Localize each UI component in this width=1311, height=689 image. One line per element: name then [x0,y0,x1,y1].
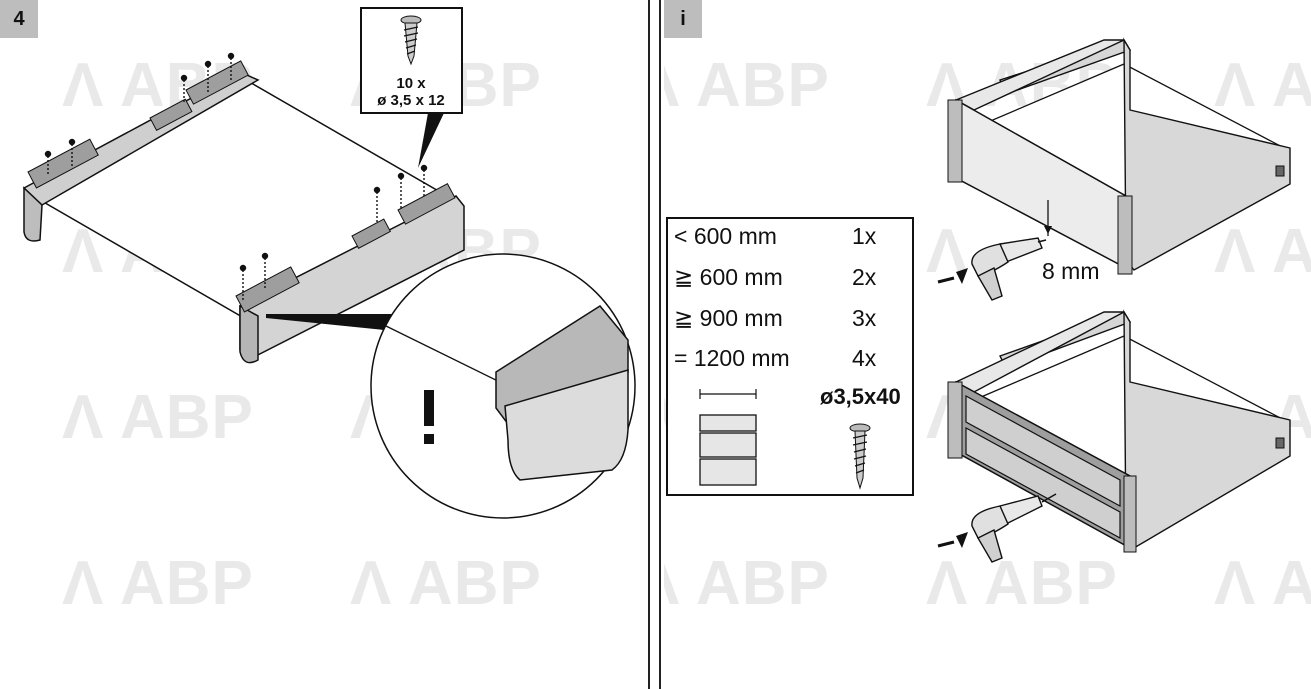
mounting-bracket [397,183,456,225]
table-row-count: 1x [852,223,877,249]
table-row-condition: = 1200 mm [674,345,790,371]
front-bracket-right [1123,475,1137,553]
zoom-pointer [266,314,392,330]
table-row-condition: < 600 mm [674,223,777,249]
drawer-lower [937,309,1291,563]
drawer-front-gallery [965,426,1121,540]
drill-icon [937,237,1047,301]
screw-size-label: ø 3,5 x 12 [377,92,445,109]
right-rail-front-profile [239,304,259,364]
watermark-logo: Λ [62,51,104,120]
screw-callout: 10 x ø 3,5 x 12 [360,7,463,168]
watermark-logo: Λ [664,549,680,618]
watermark-text: ABP [408,549,542,618]
info-illustration: Λ ABP Λ ABP Λ ABP Λ Λ ABP Λ ABP Λ ABP Λ … [664,37,1311,618]
drill-icon [937,493,1057,563]
step-number-badge: 4 [0,0,38,38]
watermark-logo: Λ [62,383,104,452]
drawer-upper: 8 mm [937,37,1291,301]
drawer-front-icon [699,389,757,486]
watermark-text: ABP [984,549,1118,618]
dimension-label: 8 mm [1042,258,1100,284]
panel-divider-right [659,0,661,689]
mounting-bracket [351,218,392,250]
watermark-logo: Λ [1214,217,1256,286]
drawer-right-side [1123,37,1291,271]
table-row-condition: ≧ 900 mm [674,305,783,331]
drawer-handle-slot [1275,165,1285,177]
step-4-illustration: Λ ABP Λ ABP Λ ABP Λ ABP Λ ABP Λ ABP Λ AB… [22,7,636,618]
info-badge: i [664,0,702,38]
front-bracket-right [1117,195,1133,275]
callout-pointer [418,113,444,168]
watermark-text: ABP [696,549,830,618]
warning-mark-dot [424,434,434,444]
drawer-handle-slot [1275,437,1285,449]
watermark-logo: Λ [62,549,104,618]
mounting-bracket [27,138,99,189]
screw-icon [400,15,422,66]
front-bracket-left [947,381,963,459]
watermark-logo: Λ [1214,549,1256,618]
screw-icon [849,423,871,490]
step-4-panel: 4 Λ ABP Λ ABP Λ ABP Λ ABP Λ ABP Λ ABP Λ … [0,0,648,689]
watermark-logo: Λ [350,549,392,618]
zoom-rail-profile [504,368,629,481]
watermark-text: ABP [120,383,254,452]
watermark-text: ABP [1272,549,1311,618]
screw-markers [44,52,428,300]
screw-qty-label: 10 x [396,75,426,92]
warning-mark-bar [424,390,434,426]
left-rail-front-profile [23,186,43,242]
watermark-logo: Λ [1214,51,1256,120]
watermark-logo: Λ [664,51,680,120]
table-row-count: 3x [852,305,877,331]
mounting-bracket [185,60,249,105]
watermark-text: ABP [696,51,830,120]
watermark-logo: Λ [926,549,968,618]
info-panel: i Λ ABP Λ ABP Λ ABP Λ Λ ABP Λ ABP Λ ABP … [664,0,1311,689]
table-row-count: 4x [852,345,877,371]
mounting-bracket [235,266,300,313]
screw-count-table: < 600 mm 1x ≧ 600 mm 2x ≧ 900 mm 3x = 12… [666,217,914,496]
table-row-condition: ≧ 600 mm [674,264,783,290]
screw-spec-label: ø3,5x40 [820,384,901,409]
watermark-text: ABP [120,549,254,618]
watermark-text: ABP [1272,217,1311,286]
zoom-detail [370,253,636,519]
table-row-count: 2x [852,264,877,290]
drawer-front-gallery [965,394,1121,508]
panel-divider-left [648,0,650,689]
watermark-text: ABP [1272,51,1311,120]
mounting-bracket [149,98,193,132]
drawer-right-side [1123,309,1291,549]
front-bracket-left [947,99,963,183]
